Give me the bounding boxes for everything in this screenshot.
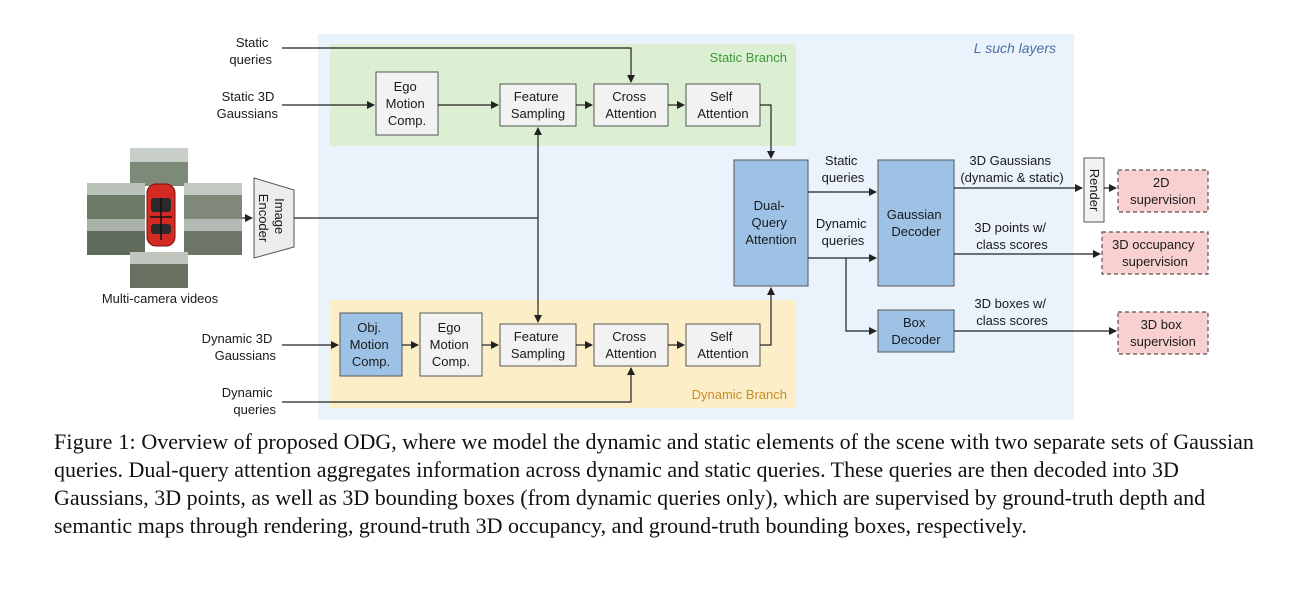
- points-out-label: 3D points w/ class scores: [974, 220, 1049, 252]
- supervision-occupancy-block: [1101, 231, 1209, 275]
- self-attention-static-block: [685, 83, 761, 127]
- box-decoder-block: [877, 309, 955, 353]
- obj-motion-block: [339, 312, 403, 377]
- cross-attention-static-label: Cross Attention: [605, 89, 656, 121]
- dynamic-queries-edge-label: Dynamic queries: [816, 216, 870, 248]
- render-block: [1083, 157, 1105, 223]
- obj-motion-label: Obj. Motion Comp.: [350, 320, 393, 369]
- static-branch-label: Static Branch: [710, 50, 787, 65]
- architecture-diagram: L such layers Static Branch Dynamic Bran…: [87, 34, 1209, 420]
- gaussian-decoder-label: Gaussian Decoder: [887, 207, 946, 239]
- dynamic-queries-input: Dynamic queries: [222, 385, 277, 417]
- connector-lines: [242, 47, 1117, 403]
- multi-camera-images: [87, 148, 242, 288]
- image-encoder-block: [253, 177, 295, 259]
- boxes-out-label: 3D boxes w/ class scores: [974, 296, 1049, 328]
- self-attention-dynamic-label: Self Attention: [697, 329, 748, 361]
- static-queries-edge-label: Static queries: [822, 153, 865, 185]
- gaussian-decoder-block: [877, 159, 955, 287]
- caption-text: Overview of proposed ODG, where we model…: [54, 429, 1254, 538]
- supervision-2d-block: [1117, 169, 1209, 213]
- dynamic-branch-label: Dynamic Branch: [692, 387, 787, 402]
- static-gaussians-input: Static 3D Gaussians: [217, 89, 279, 121]
- figure-caption: Figure 1: Overview of proposed ODG, wher…: [54, 428, 1254, 540]
- cross-attention-dynamic-block: [593, 323, 669, 367]
- dynamic-gaussians-input: Dynamic 3D Gaussians: [202, 331, 277, 363]
- feature-sampling-dynamic-label: Feature Sampling: [511, 329, 565, 361]
- image-encoder-label: Image Encoder: [256, 194, 287, 243]
- feature-sampling-static-block: [499, 83, 577, 127]
- render-label: Render: [1087, 169, 1102, 212]
- caption-label: Figure 1:: [54, 429, 136, 454]
- dual-query-attention-block: [733, 159, 809, 287]
- ego-motion-static-label: Ego Motion Comp.: [386, 79, 429, 128]
- supervision-box-label: 3D box supervision: [1130, 317, 1196, 349]
- ego-motion-dynamic-label: Ego Motion Comp.: [430, 320, 473, 369]
- dual-query-attention-label: Dual- Query Attention: [745, 198, 796, 247]
- ego-motion-dynamic-block: [419, 312, 483, 377]
- feature-sampling-dynamic-block: [499, 323, 577, 367]
- supervision-2d-label: 2D supervision: [1130, 175, 1196, 207]
- feature-sampling-static-label: Feature Sampling: [511, 89, 565, 121]
- gaussians-out-label: 3D Gaussians (dynamic & static): [960, 153, 1063, 185]
- static-queries-input: Static queries: [229, 35, 272, 67]
- cross-attention-static-block: [593, 83, 669, 127]
- ego-motion-static-block: [375, 71, 439, 136]
- self-attention-dynamic-block: [685, 323, 761, 367]
- box-decoder-label: Box Decoder: [891, 315, 941, 347]
- layers-label: L such layers: [974, 40, 1056, 56]
- cross-attention-dynamic-label: Cross Attention: [605, 329, 656, 361]
- supervision-box-block: [1117, 311, 1209, 355]
- multi-camera-label: Multi-camera videos: [102, 291, 219, 306]
- supervision-occupancy-label: 3D occupancy supervision: [1112, 237, 1198, 269]
- self-attention-static-label: Self Attention: [697, 89, 748, 121]
